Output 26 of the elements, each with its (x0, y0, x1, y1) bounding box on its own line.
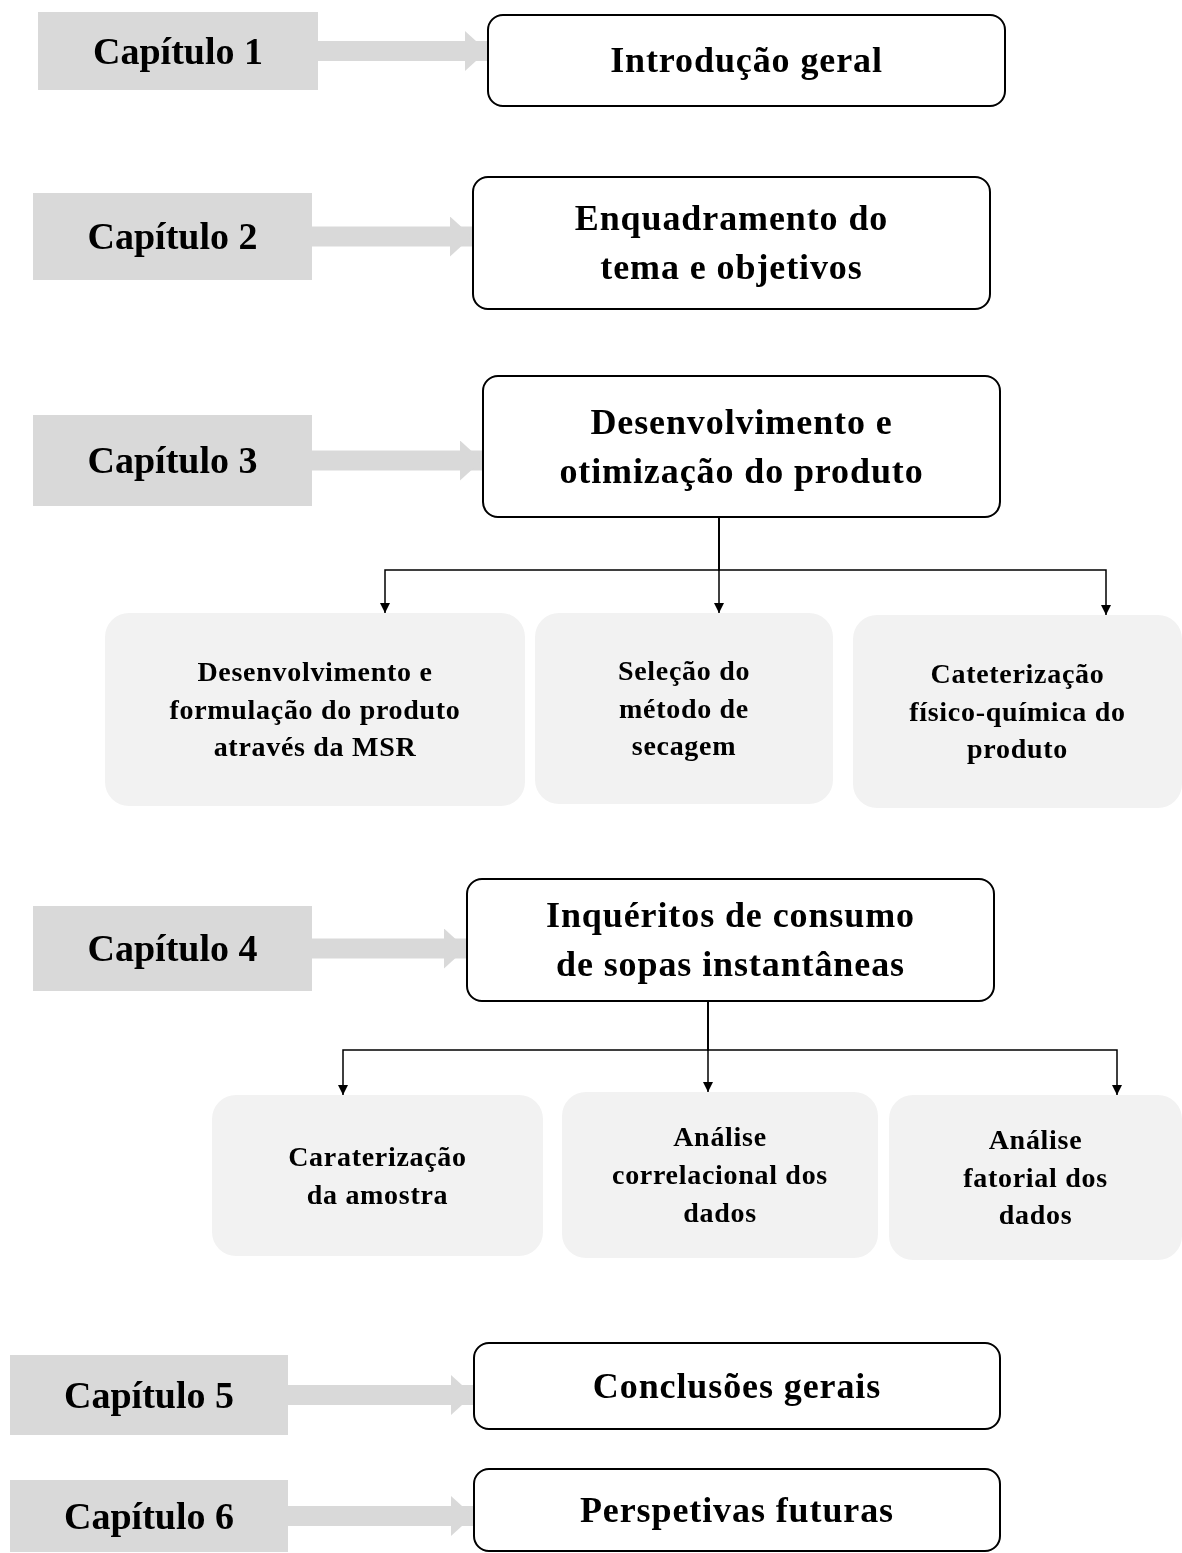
arrow (707, 1001, 1122, 1096)
subtopic-box: Caraterização da amostra (212, 1095, 543, 1256)
arrow (718, 517, 1111, 616)
process-box: Desenvolvimento e otimização do produto (482, 375, 1001, 518)
thick-arrow (312, 440, 482, 481)
chapter-label-box: Capítulo 5 (10, 1355, 288, 1435)
chapter-label-box: Capítulo 2 (33, 193, 312, 280)
thick-arrow (312, 928, 466, 969)
process-box: Inquéritos de consumo de sopas instantâneas (466, 878, 995, 1002)
process-box: Introdução geral (487, 14, 1006, 107)
chapter-label-box: Capítulo 4 (33, 906, 312, 991)
thick-arrow (288, 1496, 473, 1536)
process-box: Enquadramento do tema e objetivos (472, 176, 991, 310)
thick-arrow (318, 31, 487, 71)
process-box: Conclusões gerais (473, 1342, 1001, 1430)
subtopic-box: Análise correlacional dos dados (562, 1092, 878, 1258)
subtopic-box: Análise fatorial dos dados (889, 1095, 1182, 1260)
process-box: Perspetivas futuras (473, 1468, 1001, 1552)
subtopic-box: Seleção do método de secagem (535, 613, 833, 804)
subtopic-box: Desenvolvimento e formulação do produto através da MSR (105, 613, 525, 806)
thick-arrow (288, 1375, 473, 1415)
chapter-label-box: Capítulo 3 (33, 415, 312, 506)
chapter-label-box: Capítulo 1 (38, 12, 318, 90)
chapter-label-box: Capítulo 6 (10, 1480, 288, 1552)
subtopic-box: Cateterização físico-química do produto (853, 615, 1182, 808)
thick-arrow (312, 216, 472, 257)
